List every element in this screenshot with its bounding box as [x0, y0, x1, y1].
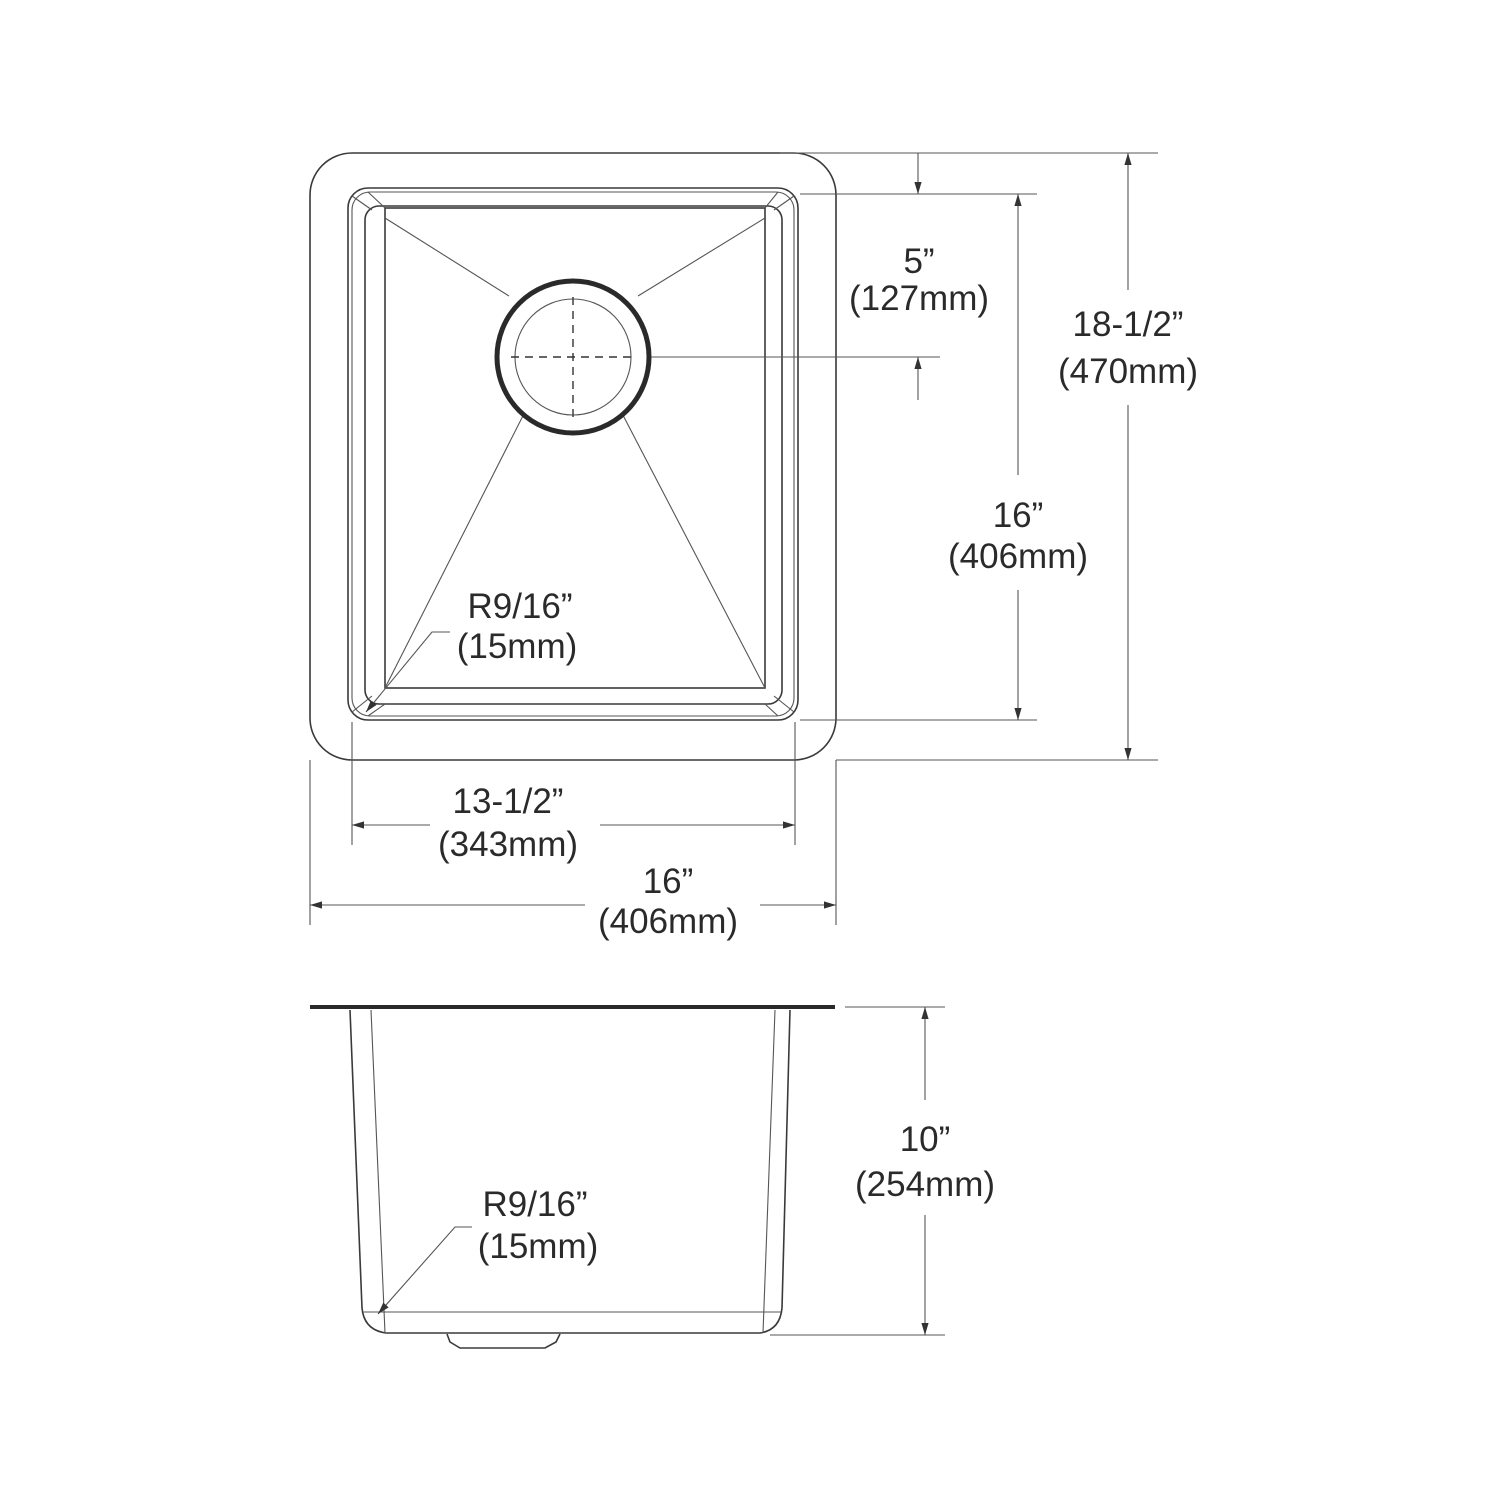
overall-width-mm: (406mm): [598, 902, 738, 941]
drain-outlet: [446, 1333, 561, 1349]
bowl-width-dimension: 13-1/2” (343mm): [352, 782, 795, 864]
depth-mm: (254mm): [855, 1165, 995, 1204]
bowl-floor: [384, 207, 766, 689]
corner-chamfers: [351, 191, 795, 717]
bowl-outline: [349, 1009, 791, 1334]
bowl-outer-edge: [347, 187, 799, 721]
overall-length-dimension: 18-1/2” (470mm): [1058, 153, 1198, 760]
wall-inner-left: [370, 1009, 386, 1334]
sink-outer-rim: [309, 152, 837, 761]
drain-offset-dimension: 5” (127mm): [849, 153, 989, 400]
overall-width-inches: 16”: [643, 862, 694, 901]
floor-slope-lines: [384, 217, 766, 689]
corner-radius-inches: R9/16”: [467, 587, 572, 626]
overall-width-dimension: 16” (406mm): [310, 862, 836, 941]
side-corner-radius-mm: (15mm): [478, 1227, 599, 1266]
drain-offset-inches: 5”: [903, 242, 934, 281]
corner-radius-mm: (15mm): [457, 627, 578, 666]
side-view: 10” (254mm) R9/16” (15mm): [310, 1005, 995, 1349]
drain-offset-mm: (127mm): [849, 279, 989, 318]
overall-length-inches: 18-1/2”: [1073, 305, 1184, 344]
depth-dimension: 10” (254mm): [855, 1007, 995, 1335]
overall-length-mm: (470mm): [1058, 352, 1198, 391]
wall-inner-right: [762, 1009, 776, 1334]
side-corner-radius-inches: R9/16”: [482, 1185, 587, 1224]
side-corner-radius-callout: R9/16” (15mm): [377, 1185, 599, 1315]
bowl-length-inches: 16”: [993, 496, 1044, 535]
bowl-length-mm: (406mm): [948, 537, 1088, 576]
top-view: 5” (127mm) 16” (406mm) 18-1/2” (470mm) 1…: [309, 152, 1198, 941]
bowl-wall: [364, 205, 783, 705]
depth-inches: 10”: [900, 1120, 951, 1159]
bowl-width-mm: (343mm): [438, 825, 578, 864]
bowl-inner-edge: [351, 191, 795, 717]
corner-radius-callout: R9/16” (15mm): [365, 587, 578, 713]
bowl-width-inches: 13-1/2”: [453, 782, 564, 821]
drain: [494, 278, 652, 436]
bowl-length-dimension: 16” (406mm): [948, 194, 1088, 720]
